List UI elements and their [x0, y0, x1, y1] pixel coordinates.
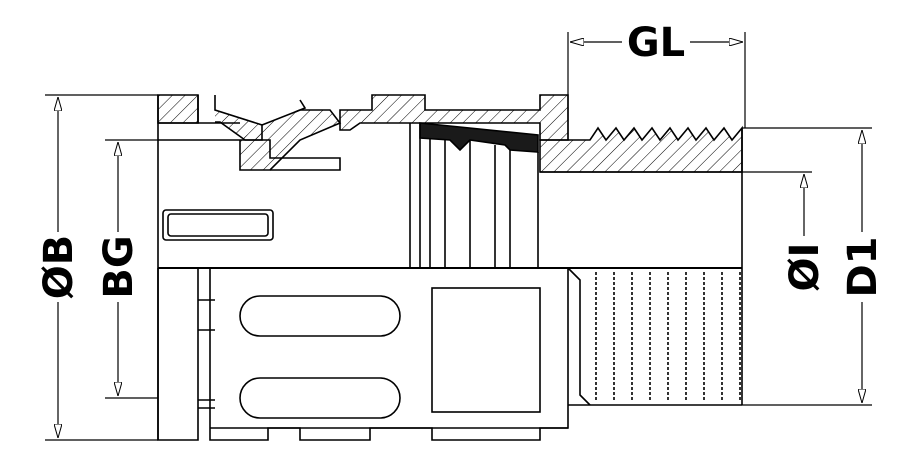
dimension-label-d1: D1 [840, 236, 886, 297]
thread-hatched-section [539, 125, 743, 173]
oval-slot-lower [239, 377, 401, 419]
dimension-lines [45, 32, 872, 441]
nut-exterior [209, 268, 569, 441]
dimension-label-bg: BG [96, 235, 142, 298]
insert-ribs [419, 123, 539, 268]
dimension-label-ob: ØB [36, 235, 82, 300]
slot-rect [162, 209, 274, 241]
cap-hatched-section [157, 94, 199, 124]
seal-insert [419, 122, 539, 153]
upper-section-view [157, 94, 743, 440]
nut-flat-panel [431, 287, 541, 413]
dimension-label-gl: GL [627, 20, 685, 66]
oval-slot-upper [239, 295, 401, 337]
thread-exterior [568, 267, 742, 406]
thread-crests [595, 272, 741, 402]
dimension-label-oi: ØI [782, 243, 828, 292]
lower-exterior-view [157, 267, 742, 441]
